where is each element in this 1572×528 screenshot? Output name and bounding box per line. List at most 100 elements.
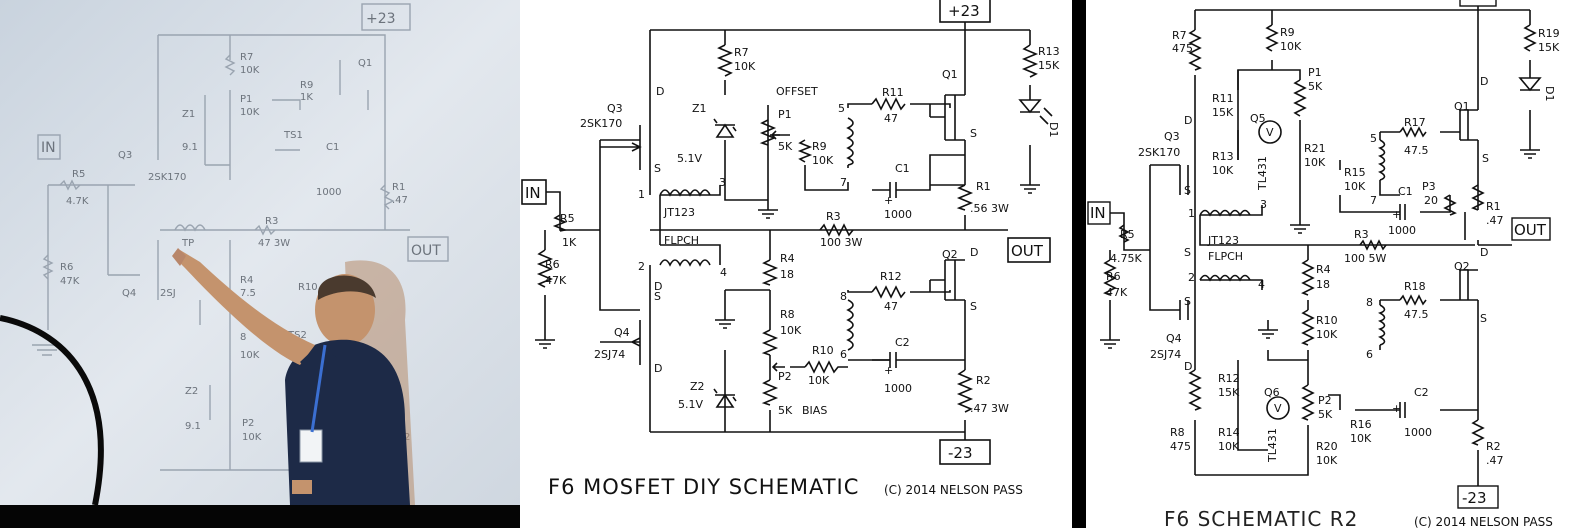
r2-output-box bbox=[1511, 217, 1551, 241]
r2-label: P1 bbox=[1308, 66, 1322, 79]
r2-label: R14 bbox=[1218, 426, 1240, 439]
r2-q5 bbox=[1258, 120, 1282, 144]
diy-r7 bbox=[716, 44, 734, 77]
r2-label: R15 bbox=[1344, 166, 1366, 179]
r2-label: FLPCH bbox=[1208, 250, 1243, 263]
r2-label: R4 bbox=[1316, 263, 1331, 276]
diy-schematic-panel: +23 -23 IN OUT bbox=[520, 0, 1072, 528]
diy-label: P2 bbox=[778, 370, 792, 383]
ground-icon bbox=[1100, 339, 1120, 349]
photo-label: 47K bbox=[60, 276, 80, 287]
r2-label: Q5 bbox=[1250, 112, 1266, 125]
r2-label: Q6 bbox=[1264, 386, 1280, 399]
r2-label: D bbox=[1480, 75, 1488, 88]
diy-label: Z2 bbox=[690, 380, 705, 393]
diy-label: 47 bbox=[884, 300, 898, 313]
r2-q2 bbox=[1459, 269, 1478, 301]
ground-icon bbox=[1520, 149, 1540, 159]
photo-input-label: IN bbox=[41, 140, 56, 156]
photo-label: TP bbox=[181, 238, 194, 249]
r2-label: R6 bbox=[1106, 270, 1121, 283]
r2-r3 bbox=[1359, 239, 1387, 251]
diy-r12 bbox=[871, 285, 906, 299]
r2-label: D bbox=[1184, 114, 1192, 127]
diy-supply-neg: -23 bbox=[948, 444, 973, 462]
diy-label: R10 bbox=[812, 344, 834, 357]
r2-r5 bbox=[1118, 224, 1130, 243]
photo-label: 10K bbox=[240, 65, 260, 76]
diy-label: JT123 bbox=[663, 206, 695, 219]
r2-label: R18 bbox=[1404, 280, 1426, 293]
r2-inductor-l1 bbox=[1378, 139, 1386, 181]
r2-label: 10K bbox=[1212, 164, 1234, 177]
r2-label: 5K bbox=[1308, 80, 1323, 93]
r2-r1 bbox=[1471, 184, 1485, 211]
diy-label: 7 bbox=[840, 176, 847, 189]
r2-label: 5 bbox=[1370, 132, 1377, 145]
diy-label: D bbox=[654, 362, 662, 375]
r2-label: V bbox=[1274, 402, 1282, 415]
diy-q3 bbox=[600, 125, 651, 170]
diy-title: F6 MOSFET DIY SCHEMATIC bbox=[548, 475, 859, 499]
r2-p3 bbox=[1443, 194, 1457, 216]
r2-label: R17 bbox=[1404, 116, 1426, 129]
diy-label: P1 bbox=[778, 108, 792, 121]
photo-label: P1 bbox=[240, 94, 252, 105]
r2-label: TL431 bbox=[1266, 428, 1279, 463]
r2-label: Q3 bbox=[1164, 130, 1180, 143]
diy-label: 5K bbox=[778, 404, 793, 417]
diy-label: 100 3W bbox=[820, 236, 862, 249]
diy-label: Q4 bbox=[614, 326, 630, 339]
r2-label: P3 bbox=[1422, 180, 1436, 193]
photo-label: 4.7K bbox=[66, 196, 89, 207]
r2-component-labels: R7 475 R9 10K R19 15K P1 5K D R11 15K Q5… bbox=[1106, 26, 1560, 467]
diy-label: 10K bbox=[808, 374, 830, 387]
diy-label: + bbox=[884, 194, 893, 207]
photo-label: 10K bbox=[240, 107, 260, 118]
r2-label: 10K bbox=[1316, 328, 1338, 341]
r2-label: 6 bbox=[1366, 348, 1373, 361]
diy-label: BIAS bbox=[802, 404, 827, 417]
r2-p1 bbox=[1293, 79, 1307, 117]
diy-label: R11 bbox=[882, 86, 904, 99]
photo-label: 9.1 bbox=[182, 142, 198, 153]
diy-r5 bbox=[552, 214, 568, 232]
photo-label: R7 bbox=[240, 52, 253, 63]
diy-label: 5K bbox=[778, 140, 793, 153]
r2-label: R8 bbox=[1170, 426, 1185, 439]
diy-r2 bbox=[956, 369, 974, 413]
r2-r8 bbox=[1188, 369, 1202, 411]
photo-supply-label: +23 bbox=[366, 11, 396, 27]
diy-transformer-top bbox=[659, 189, 711, 197]
diy-r9 bbox=[797, 139, 813, 163]
r2-label: 3 bbox=[1260, 198, 1267, 211]
r2-label: R1 bbox=[1486, 200, 1501, 213]
r2-led-d1 bbox=[1518, 77, 1542, 92]
diy-r3 bbox=[819, 223, 854, 237]
diy-output-box bbox=[1007, 237, 1051, 263]
r2-label: R10 bbox=[1316, 314, 1338, 327]
cable bbox=[0, 315, 104, 506]
photo-label: 47 3W bbox=[258, 238, 290, 249]
r2-supply-neg: -23 bbox=[1462, 489, 1487, 507]
diy-inductor-l1 bbox=[846, 117, 854, 166]
photo-label: Z2 bbox=[185, 386, 198, 397]
diy-label: R12 bbox=[880, 270, 902, 283]
r2-label: 1 bbox=[1188, 207, 1195, 220]
photo-label: TS1 bbox=[283, 130, 303, 141]
diy-label: 47 bbox=[884, 112, 898, 125]
r2-label: R19 bbox=[1538, 27, 1560, 40]
r2-label: 5K bbox=[1318, 408, 1333, 421]
diy-label: 5.1V bbox=[677, 152, 702, 165]
r2-label: 475 bbox=[1172, 42, 1193, 55]
r2-label: R5 bbox=[1120, 228, 1135, 241]
r2-r10 bbox=[1301, 309, 1315, 346]
r2-label: D bbox=[1184, 360, 1192, 373]
r2-label: 2SJ74 bbox=[1150, 348, 1181, 361]
photo-label: R6 bbox=[60, 262, 73, 273]
ground-icon bbox=[1290, 224, 1310, 234]
r2-label: .47 bbox=[1486, 454, 1504, 467]
r2-label: D bbox=[1480, 246, 1488, 259]
diy-label: R2 bbox=[976, 374, 991, 387]
